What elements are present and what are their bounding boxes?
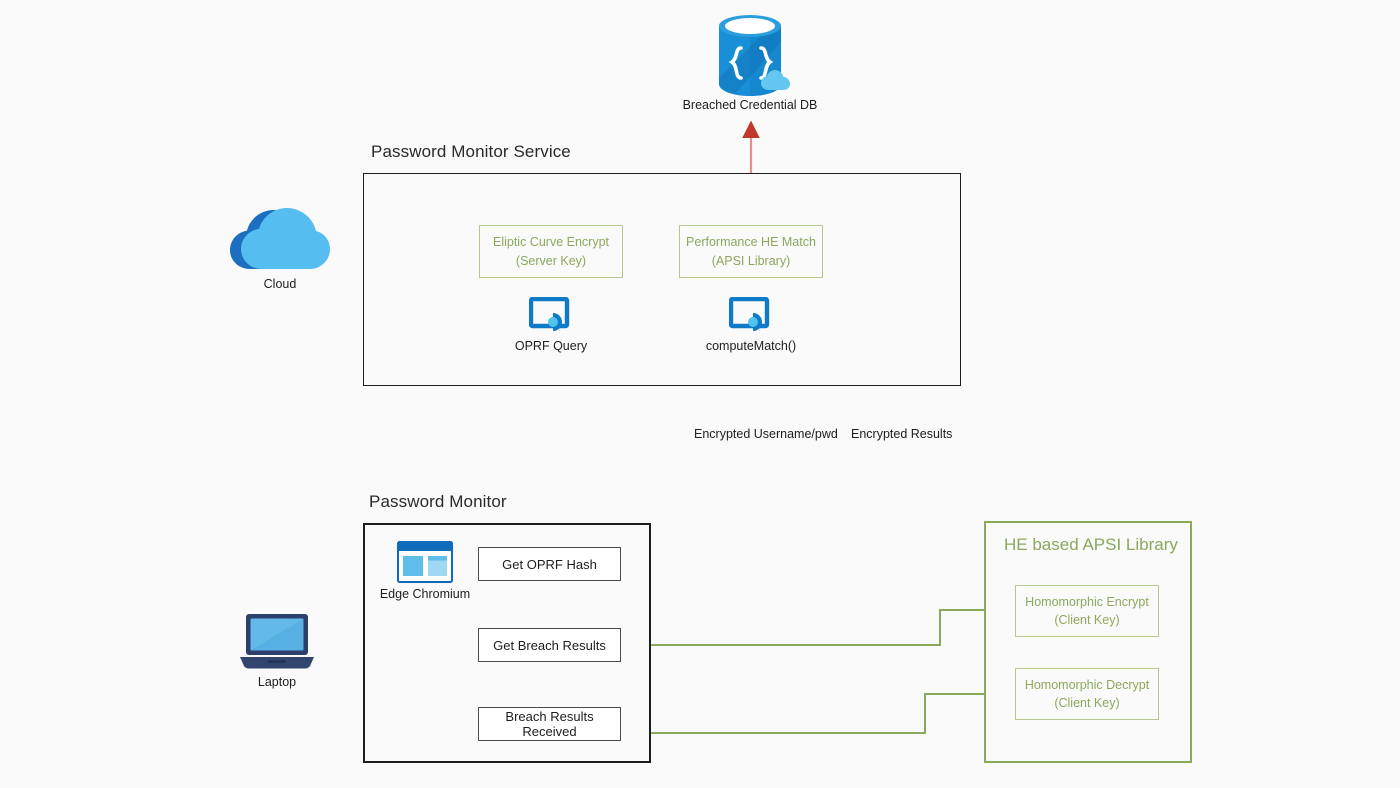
laptop-label: Laptop [257, 675, 297, 689]
edge-chromium-label: Edge Chromium [379, 587, 471, 601]
homomorphic-decrypt-line2: (Client Key) [1054, 696, 1120, 710]
get-breach-results-label: Get Breach Results [493, 637, 606, 653]
azure-app-service-icon [529, 297, 573, 335]
get-oprf-hash-box[interactable]: Get OPRF Hash [478, 547, 621, 581]
breach-results-received-label: Breach Results Received [505, 709, 594, 739]
breach-results-received-box[interactable]: Breach Results Received [478, 707, 621, 741]
he-apsi-library-container [984, 521, 1192, 763]
performance-he-match-box[interactable]: Performance HE Match (APSI Library) [679, 225, 823, 278]
homomorphic-decrypt-line1: Homomorphic Decrypt [1024, 677, 1150, 692]
homomorphic-decrypt-box[interactable]: Homomorphic Decrypt (Client Key) [1015, 668, 1159, 720]
database-cloud-icon [705, 12, 795, 100]
get-breach-results-box[interactable]: Get Breach Results [478, 628, 621, 662]
arrow-decrypt-to-breachresultsreceived [625, 694, 926, 741]
computematch-label: computeMatch() [705, 339, 797, 353]
eliptic-curve-encrypt-line2: (Server Key) [515, 253, 587, 268]
cloud-icon [228, 205, 332, 273]
encrypted-username-label: Encrypted Username/pwd [694, 427, 838, 441]
laptop-icon [238, 612, 316, 670]
cloud-label: Cloud [263, 277, 297, 291]
database-label: Breached Credential DB [682, 98, 818, 112]
eliptic-curve-encrypt-line1: Eliptic Curve Encrypt [492, 235, 609, 250]
encrypted-results-label: Encrypted Results [851, 427, 953, 441]
get-oprf-hash-label: Get OPRF Hash [502, 556, 597, 572]
client-title: Password Monitor [369, 492, 507, 511]
edge-chromium-icon [397, 541, 453, 583]
service-title: Password Monitor Service [371, 142, 571, 161]
homomorphic-encrypt-line1: Homomorphic Encrypt [1025, 594, 1149, 609]
homomorphic-encrypt-line2: (Client Key) [1054, 613, 1120, 627]
arrow-encrypt-to-getbreachresults [625, 610, 941, 653]
he-apsi-library-title: HE based APSI Library [1004, 535, 1178, 554]
password-monitor-service-box [363, 173, 961, 386]
performance-he-match-line1: Performance HE Match [686, 235, 816, 250]
oprf-query-label: OPRF Query [514, 339, 588, 353]
homomorphic-encrypt-box[interactable]: Homomorphic Encrypt (Client Key) [1015, 585, 1159, 637]
performance-he-match-line2: (APSI Library) [711, 253, 791, 268]
eliptic-curve-encrypt-box[interactable]: Eliptic Curve Encrypt (Server Key) [479, 225, 623, 278]
azure-app-service-icon [729, 297, 773, 335]
